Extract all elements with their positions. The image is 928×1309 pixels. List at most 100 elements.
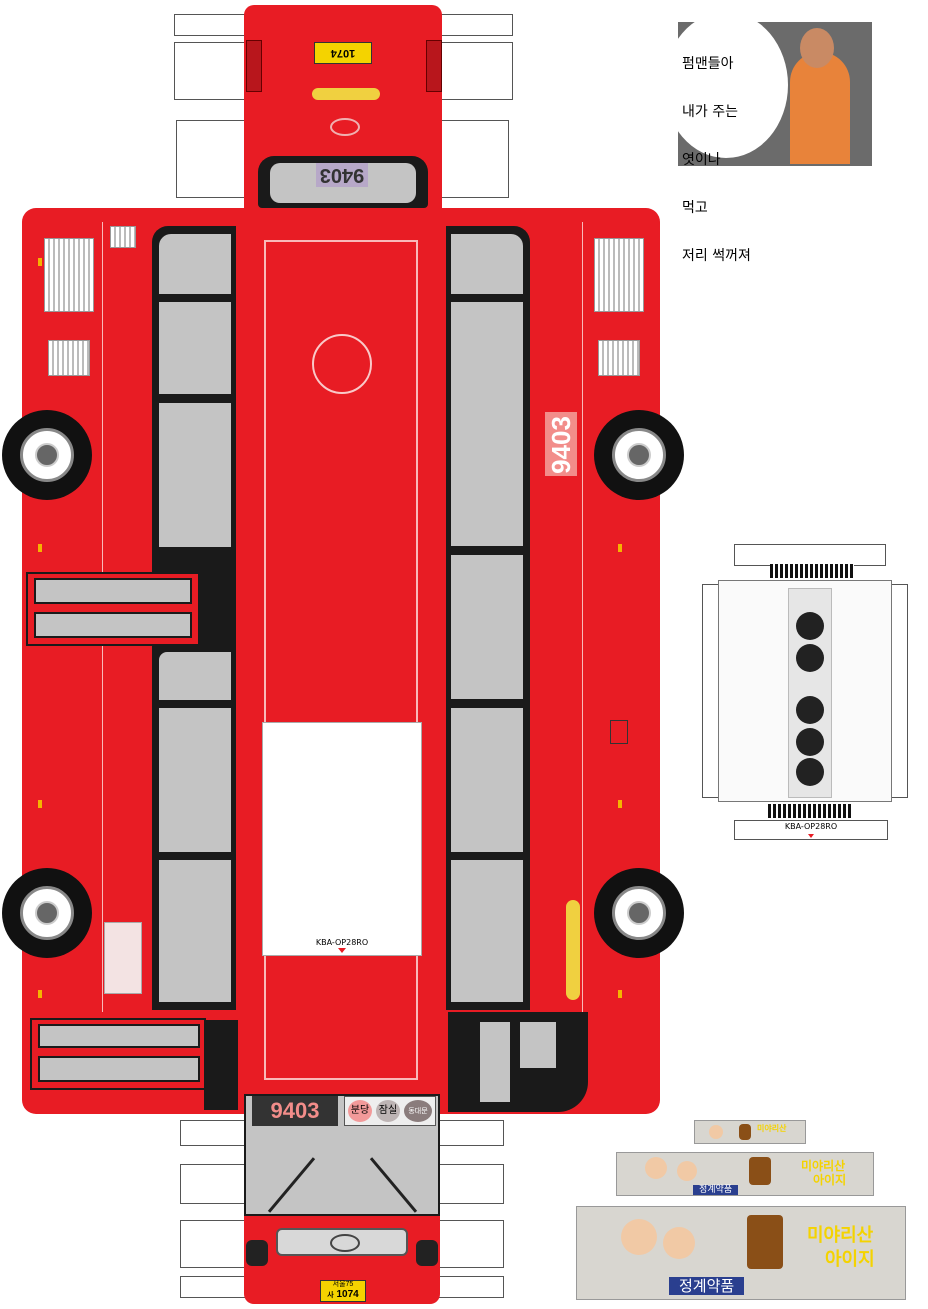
glue-tab-rear-4: [441, 42, 513, 100]
right-window-5: [449, 858, 525, 1004]
left-front-wheel-hub: [35, 443, 59, 467]
ac-bottom-tab: [734, 820, 888, 840]
ac-model-marker: [808, 834, 814, 838]
ac-fan-2: [796, 644, 824, 672]
ad-large-face-1: [621, 1219, 657, 1255]
meme-caption-line-1: 펌맨들아: [682, 56, 734, 72]
glue-tab-front-5: [438, 1120, 504, 1146]
front-plate: 서울75 사 1074: [320, 1280, 366, 1302]
glue-tab-rear-5: [176, 120, 246, 198]
ac-unit-net: KBA-OP28RO: [698, 544, 912, 840]
rear-plate-number: 1074: [330, 47, 356, 59]
glue-tab-front-4: [180, 1276, 246, 1298]
rear-tail-lamp-left: [246, 40, 262, 92]
hyundai-logo-rear: [330, 118, 360, 136]
ad-medium-face-1: [645, 1157, 667, 1179]
right-rear-wheel-rim: [612, 886, 666, 940]
right-vent-small: [598, 340, 640, 376]
right-fuel-cap: [610, 720, 628, 744]
right-door-glass-b: [518, 1020, 558, 1070]
glue-tab-rear-6: [441, 120, 509, 198]
front-route-display: 9403: [252, 1096, 338, 1126]
headlight-left: [246, 1240, 268, 1266]
meme-panel: 펌맨들아 내가 주는 엿이나 먹고 저리 썩꺼져: [664, 12, 872, 264]
destination-1: 분당: [348, 1100, 372, 1122]
left-marker-lamp-2: [38, 544, 42, 552]
meme-caption-line-4: 먹고: [682, 200, 708, 216]
headlight-right: [416, 1240, 438, 1266]
front-plate-letter: 사: [327, 1292, 334, 1299]
left-vent-top: [110, 226, 136, 248]
meme-caption-line-2: 내가 주는: [682, 104, 738, 120]
right-marker-lamp-2: [618, 800, 622, 808]
front-plate-region: 서울75: [332, 1281, 354, 1288]
glue-tab-rear-1: [174, 14, 246, 36]
left-vent-small: [48, 340, 90, 376]
roof-outline: [264, 240, 418, 1080]
right-rear-wheel-hub: [627, 901, 651, 925]
front-plate-number: 1074: [336, 1289, 359, 1300]
right-door-glass-a: [478, 1020, 512, 1104]
roof-hatch: [312, 334, 372, 394]
left-vent-large: [44, 238, 94, 312]
ad-medium-bottle: [749, 1157, 771, 1185]
glue-tab-rear-3: [441, 14, 513, 36]
front-route-number: 9403: [270, 1098, 320, 1123]
ad-large: 미야리산 아이지 정계약품: [576, 1206, 906, 1300]
right-window-2: [449, 300, 525, 548]
left-rear-corner: [204, 1020, 238, 1110]
right-front-wheel-hub: [627, 443, 651, 467]
roof-model-label: KBA-OP28RO: [315, 938, 369, 947]
ad-large-bottle: [747, 1215, 783, 1269]
destination-3: 동대문: [404, 1100, 432, 1122]
left-luggage-glass-1b: [34, 612, 192, 638]
glue-tab-front-8: [438, 1276, 504, 1298]
right-front-wheel: [594, 410, 684, 500]
glue-tab-front-6: [438, 1164, 504, 1204]
roof-model-marker: [338, 948, 346, 953]
left-sticker: [104, 922, 142, 994]
ad-large-subline: 아이지: [825, 1249, 875, 1270]
ad-small-face: [709, 1125, 723, 1139]
rear-route-display: 9403: [316, 163, 368, 187]
meme-caption-line-3: 엿이나: [682, 152, 721, 168]
left-luggage-glass-2b: [38, 1056, 200, 1082]
side-route-number: 9403: [546, 416, 576, 474]
ad-medium-subline: 아이지: [813, 1173, 847, 1187]
left-rear-wheel: [2, 868, 92, 958]
right-cng-logo: [566, 900, 580, 1000]
left-window-2: [157, 300, 233, 396]
meme-caption: 펌맨들아 내가 주는 엿이나 먹고 저리 썩꺼져: [682, 24, 751, 296]
left-window-4: [157, 650, 233, 702]
rear-route-number: 9403: [319, 164, 365, 186]
side-route-display: 9403: [545, 412, 577, 476]
left-luggage-glass-1a: [34, 578, 192, 604]
ac-fan-3: [796, 696, 824, 724]
ac-fan-5: [796, 758, 824, 786]
ad-small-headline: 미야리산: [757, 1124, 787, 1133]
right-window-3: [449, 553, 525, 701]
rear-plate: 1074: [314, 42, 372, 64]
roof-ac-cutout: [262, 722, 422, 956]
ac-top-vent: [770, 564, 854, 578]
left-marker-lamp-3: [38, 800, 42, 808]
ad-large-company: 정계약품: [669, 1277, 745, 1295]
destination-2: 잠실: [376, 1100, 400, 1122]
speech-bubble: [664, 12, 788, 158]
glue-tab-front-3: [180, 1220, 246, 1268]
right-window-1: [449, 232, 525, 296]
ac-fan-4: [796, 728, 824, 756]
meme-photo-face: [800, 28, 834, 68]
ad-small-bottle: [739, 1124, 751, 1140]
left-window-1: [157, 232, 233, 296]
meme-caption-line-5: 저리 썩꺼져: [682, 248, 751, 264]
right-marker-lamp-3: [618, 990, 622, 998]
meme-photo-person: [790, 52, 850, 164]
left-front-wheel-rim: [20, 428, 74, 482]
rear-tail-lamp-right: [426, 40, 442, 92]
left-rear-wheel-hub: [35, 901, 59, 925]
ac-top-tab: [734, 544, 886, 566]
left-luggage-glass-2a: [38, 1024, 200, 1048]
ac-fan-1: [796, 612, 824, 640]
ad-medium-company: 정계약품: [693, 1185, 739, 1195]
